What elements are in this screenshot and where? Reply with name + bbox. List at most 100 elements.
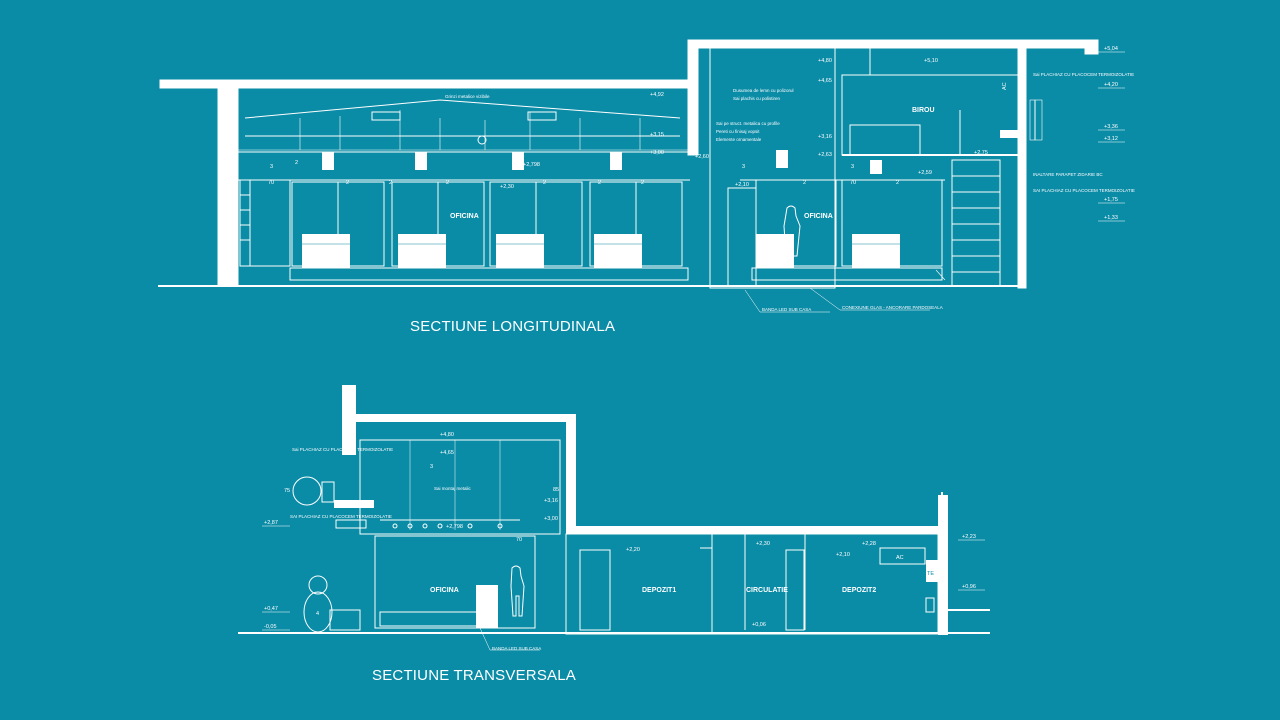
leader-glass — [809, 287, 930, 311]
note-6: Elemente ornamentale — [716, 137, 762, 142]
ac-label: AC — [1002, 82, 1008, 90]
t-dim-2: 85 — [553, 487, 559, 493]
tag-10: 2 — [896, 180, 899, 186]
tag-7: 2 — [641, 180, 644, 186]
t-elev-14: -0,05 — [264, 624, 277, 630]
room-birou: BIROU — [912, 107, 935, 114]
cantilever-slab — [334, 500, 374, 508]
tag-8: 2 — [295, 160, 298, 166]
note-9: INALTARE PARAPET ZIDARIE BC — [1033, 172, 1103, 177]
truss-verticals — [299, 110, 641, 150]
person-figure-2 — [510, 565, 525, 617]
unit-box — [321, 481, 335, 503]
t-elev-13: +0,47 — [264, 606, 278, 612]
elev-2: +4,80 — [818, 58, 832, 64]
room-depozit2: DEPOZIT2 — [842, 587, 876, 594]
elev-9: +1,75 — [1104, 197, 1118, 203]
trans-elevation-ticks — [262, 525, 985, 631]
right-end-wall — [938, 495, 948, 635]
room-depozit1: DEPOZIT1 — [642, 587, 676, 594]
t-te-label: TE — [927, 571, 934, 577]
leader-led — [744, 289, 830, 313]
tag-2: 3 — [742, 164, 745, 170]
t-note-1: Sai PLACHIAZ CU PLACOCEM TERMOIZOLATIE — [292, 447, 393, 452]
tag-9: 2 — [803, 180, 806, 186]
note-7: Sai PLACHIAZ CU PLACOCEM TERMOIZOLATIE — [1033, 72, 1134, 77]
elevation-ticks — [1098, 51, 1125, 222]
elev-7: +3,36 — [1104, 124, 1118, 130]
plant — [308, 575, 328, 595]
longitudinal-section — [158, 39, 1125, 313]
t-elev-9: +2,28 — [862, 541, 876, 547]
elev-18: +2,60 — [695, 154, 709, 160]
tag-11: 2 — [389, 180, 392, 186]
elev-15: +3,00 — [650, 150, 664, 156]
t-elev-10: +2,23 — [962, 534, 976, 540]
note-2: Dusumea de lemn cu polizorul — [733, 88, 794, 93]
t-note-3: Sai montaj metalic — [434, 486, 472, 491]
right-wall — [1017, 47, 1027, 289]
elev-6: +4,20 — [1104, 82, 1118, 88]
circ-door — [785, 549, 805, 631]
note-10: BANDA LED SUB CASA — [762, 307, 811, 312]
note-3: Sai plachis cu polistiren — [733, 96, 781, 101]
left-shelf — [239, 179, 251, 267]
tag-6: 2 — [543, 180, 546, 186]
oficina-cabin — [374, 535, 536, 629]
base-band-2 — [751, 267, 943, 281]
t-elev-2: +4,65 — [440, 450, 454, 456]
t-dim-3: 70 — [516, 537, 522, 543]
tag-4: 2 — [346, 180, 349, 186]
planter — [303, 591, 333, 633]
note-8: SAI PLACHIAZ CU PLACOCEM TERMOIZOLATIE — [1033, 188, 1135, 193]
t-note-4: BANDA LED SUB CASA — [492, 646, 541, 651]
roof-slab-right — [687, 39, 1099, 49]
lower-roof-slab — [566, 526, 946, 534]
te-panel — [926, 560, 938, 582]
title-transversal: SECTIUNE TRANSVERSALA — [372, 667, 576, 684]
round-unit — [292, 476, 322, 506]
t-tag-2: 4 — [316, 611, 319, 617]
dim-2: 70 — [850, 180, 856, 186]
truss-top — [244, 99, 681, 119]
note-4: Sai pe struct. metalica cu profile — [716, 121, 780, 126]
note-5: Pereti cu finisaj vopsit — [716, 129, 760, 134]
oficina-desk — [476, 585, 498, 628]
person-figure — [783, 205, 801, 257]
elev-12: +2,10 — [735, 182, 749, 188]
small-sill — [335, 519, 367, 529]
mid-wall-upper — [687, 39, 699, 156]
lamps-row — [392, 523, 503, 529]
t-elev-7: +2,30 — [756, 541, 770, 547]
diag-mark — [935, 269, 946, 281]
elev-8: +3,12 — [1104, 136, 1118, 142]
t-elev-11: +0,96 — [962, 584, 976, 590]
parapet — [1084, 39, 1099, 55]
bench — [329, 609, 361, 631]
t-elev-12: +0,06 — [752, 622, 766, 628]
elev-16: +2,798 — [523, 162, 540, 168]
elev-3: +4,65 — [818, 78, 832, 84]
note-11: CONEXIUNE GLAS - ANCORARE PARDOSEALA — [842, 305, 943, 310]
stair — [951, 159, 1001, 287]
transversal-section — [238, 385, 990, 651]
tag-1: 3 — [270, 164, 273, 170]
ext-detail-box — [1029, 99, 1043, 141]
longitudinal-labels: OFICINA OFICINA BIROU +4,92 +4,80 +4,65 … — [268, 46, 1135, 335]
roof-slab-left — [159, 79, 691, 89]
dim-1: 70 — [268, 180, 274, 186]
ac-unit — [879, 547, 926, 565]
upper-cabin — [359, 439, 561, 535]
elev-10: +1,33 — [1104, 215, 1118, 221]
elev-14: +3,15 — [650, 132, 664, 138]
room-oficina-t: OFICINA — [430, 587, 459, 594]
desks — [302, 234, 900, 268]
room-circulatie: CIRCULATIE — [746, 587, 788, 594]
elev-11: +2,75 — [974, 150, 988, 156]
pendant-lamps — [371, 111, 557, 121]
elev-13: +2,59 — [918, 170, 932, 176]
t-ac-label: AC — [896, 555, 904, 561]
top-slab — [356, 414, 576, 422]
